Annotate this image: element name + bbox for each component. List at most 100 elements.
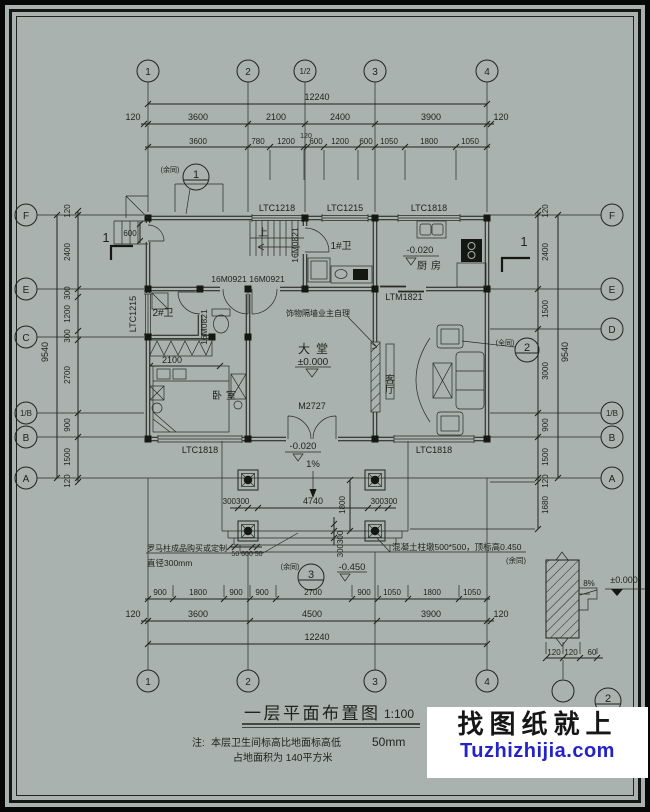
section-cut-marks: 1 1 [102,230,530,272]
dim-total-bottom: 12240 [304,632,329,642]
dim: 2100 [266,112,286,122]
dim: 2400 [330,112,350,122]
dim: 1200 [331,137,349,146]
dim: 1050 [461,137,479,146]
callout-2b: 2 [605,693,611,705]
axis-bubble: D [608,325,615,336]
axis-bubble: F [609,211,615,222]
shower [307,257,331,283]
nightstand [149,385,165,401]
steps-level: -0.450 [339,562,366,573]
dim: 1200 [63,305,72,323]
hall-level: ±0.000 [298,357,329,368]
door-label: 16M0821 [290,227,300,263]
detail-dim: 120 [547,648,561,657]
wardrobe [149,339,213,357]
dim: 120 [300,133,312,140]
vanity [330,265,373,284]
dim: 120 [125,112,140,122]
entry-canopy [113,183,224,245]
dim: 120 [125,609,140,619]
window-label: LTC1215 [327,203,363,213]
roman-column [237,520,259,542]
dim: 1680 [541,496,550,514]
window-label: LTC1215 [128,296,138,332]
axis-bubble: E [609,285,616,296]
room-label-kitchen: 厨房 [417,259,445,272]
callout-3-note: (余同) [281,562,300,571]
note-value: 50mm [372,735,405,749]
room-labels: 大堂 ±0.000 厨房 -0.020 1#卫 2#卫 卧室 客厅 上 -0.0… [152,227,445,573]
toilet [211,308,231,317]
sheet-border-outer [9,9,641,803]
axis-bubble: 3 [372,677,378,688]
dim: 4500 [302,609,322,619]
axis-bubble: 2 [245,677,251,688]
dim: 900 [229,588,243,597]
door-label: 16M0821 [199,309,209,345]
room-label-bedroom: 卧室 [212,389,240,402]
dim: 780 [251,137,265,146]
axis-bubble: 1/2 [299,67,311,76]
porch [221,441,409,582]
section-mark-right: 1 [520,234,527,249]
dim: 900 [153,588,167,597]
dim-porch: 300300 [371,497,398,506]
window-label: LTC1818 [411,203,447,213]
dim: 1500 [63,448,72,466]
wall-section-detail: 8% ±0.000 120 120 60 [545,551,645,703]
armchair [436,324,464,349]
dim-steps: 50 600 50 [231,551,262,558]
arched-feature [415,337,431,423]
tv-cabinet [385,343,395,400]
roman-column-note: 罗马柱成品购买或定制 [147,543,227,553]
dim: 300 [63,329,72,343]
note-line1: 本层卫生间标高比地面标高低 [211,736,341,749]
dim: 900 [63,418,72,432]
roman-column [237,469,259,491]
pier-note: 混凝土柱墩500*500，顶标高0.450 [392,542,522,552]
detail-level-label: ±0.000 [610,575,637,585]
dim: 2400 [541,243,550,261]
axis-bubbles: 1 2 1/2 3 4 1 2 3 4 F E C 1/B B A F E D … [14,59,624,693]
dim: 120 [63,204,72,218]
door-label: 16M0921 [249,274,285,284]
stair-up-label: 上 [258,227,268,239]
armchair [436,411,464,436]
dim: 600 [359,137,373,146]
dim: 120 [63,474,72,488]
dim: 1200 [277,137,295,146]
window-label: LTC1218 [259,203,295,213]
dim: 900 [541,418,550,432]
watermark-site-link: Tuzhizhijia.com [460,739,615,762]
axis-bubble: C [22,333,29,344]
stove [461,239,482,262]
section-mark-left: 1 [102,230,109,245]
notes: 饰物隔墙业主自理 罗马柱成品购买或定制 直径300mm 混凝土柱墩500*500… [147,308,526,568]
room-label-bath1: 1#卫 [330,241,351,252]
dim: 120 [541,204,550,218]
dim: 2700 [304,588,322,597]
dim: 3900 [421,112,441,122]
dim: 3000 [541,362,550,380]
note-label: 注: [192,736,205,749]
dimension-lines [53,100,603,662]
dim: 120 [493,112,508,122]
dim: 1500 [541,300,550,318]
dim: 3900 [421,609,441,619]
dim: 1800 [423,588,441,597]
watermark-text: 找图纸就上 [457,709,618,739]
dim: 300 [63,286,72,300]
callout-3: 3 [308,569,314,581]
dim: 120 [493,609,508,619]
sofa [455,351,485,410]
porch-level: -0.020 [290,441,317,452]
callout-1: 1 [193,169,199,181]
window-label: LTC1818 [416,445,452,455]
detail-dim: 60 [588,648,597,657]
dim-porch: 300300 [336,530,345,557]
axis-bubble: 1 [145,677,151,688]
staircase [249,220,304,256]
